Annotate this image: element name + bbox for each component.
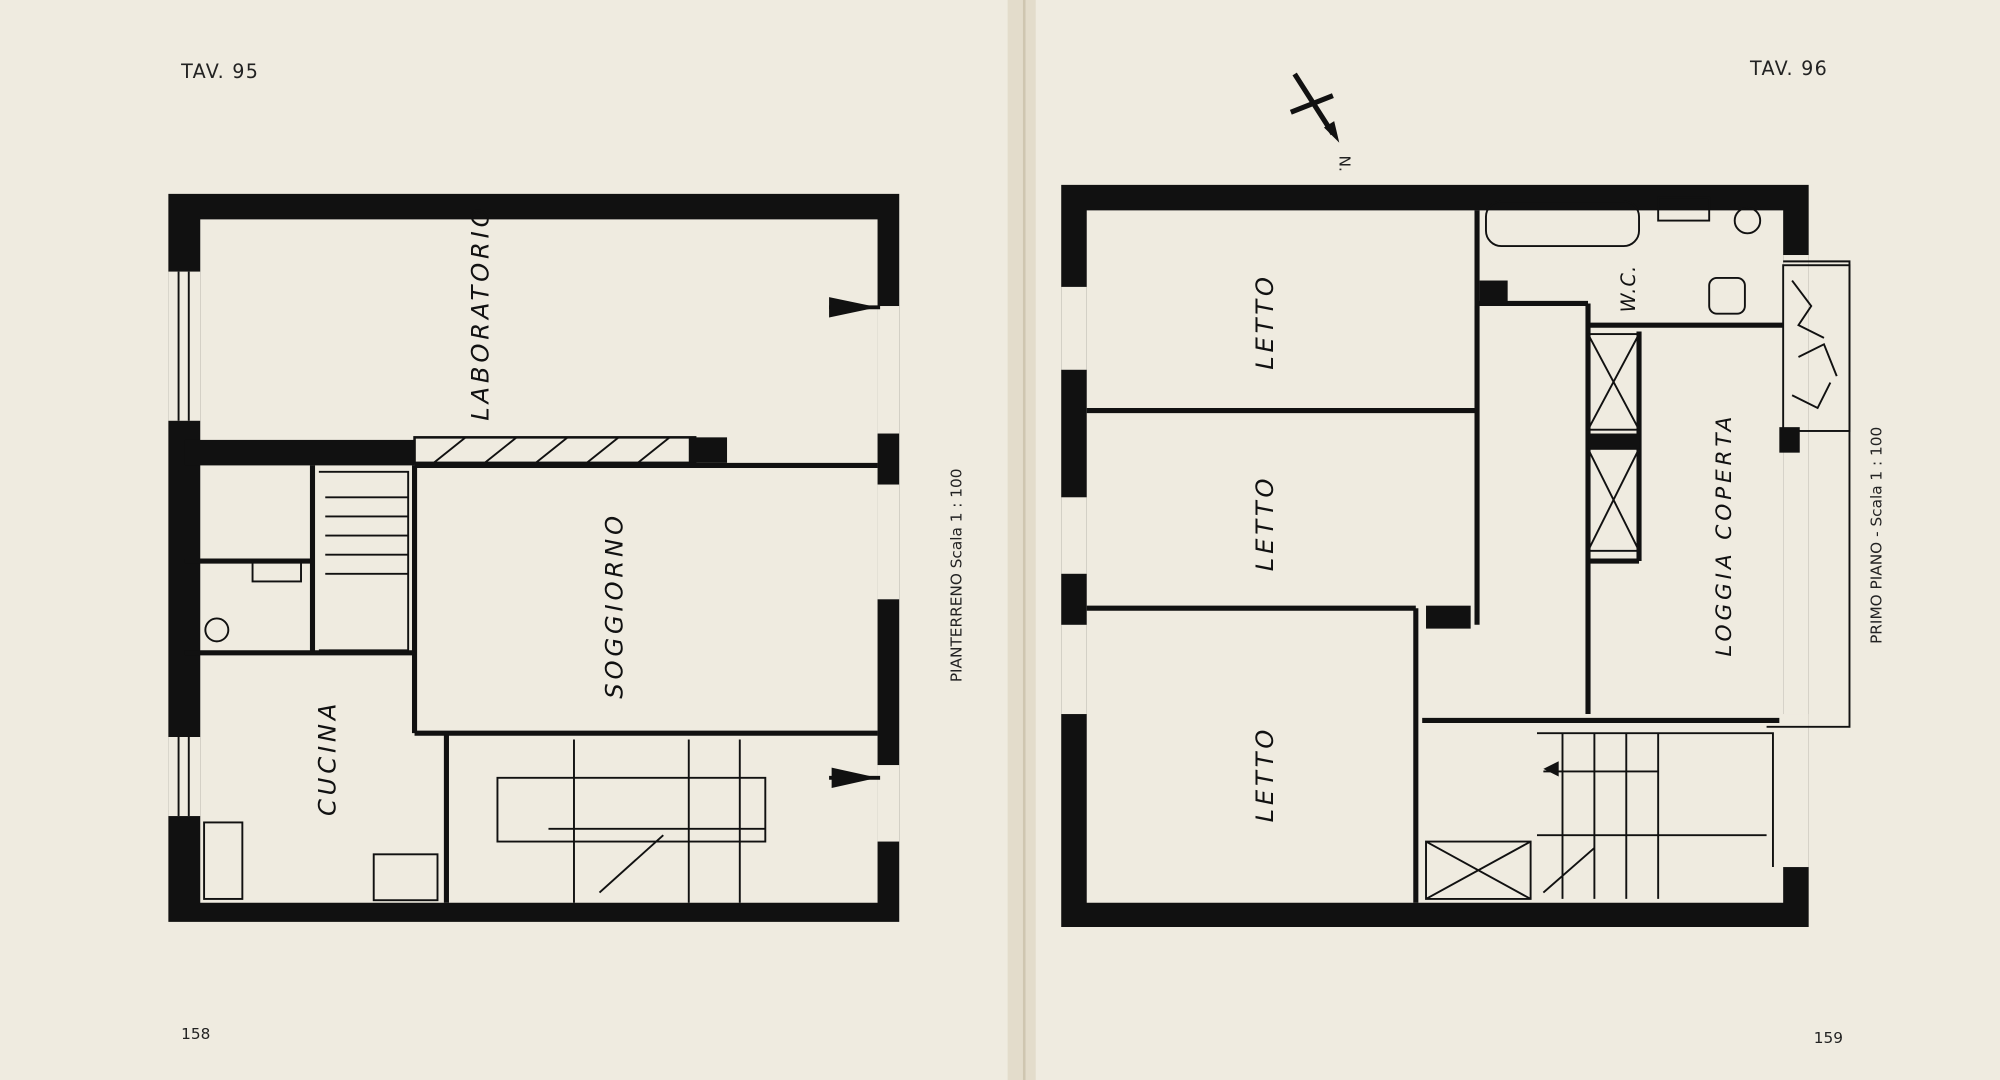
- book-gutter: [1007, 0, 1036, 1080]
- room-label-letto-1: LETTO: [1251, 273, 1279, 370]
- window: [1061, 286, 1087, 370]
- window: [877, 306, 900, 434]
- room-label-loggia-coperta: LOGGIA COPERTA: [1712, 413, 1737, 657]
- bathtub: [1485, 200, 1640, 248]
- toilet: [1733, 206, 1762, 235]
- room-label-laboratorio: LABORATORIO: [467, 204, 495, 420]
- room-label-cucina: CUCINA: [313, 700, 341, 816]
- window: [168, 737, 201, 817]
- window: [168, 271, 201, 421]
- plate-number-right: TAV. 96: [1749, 57, 1828, 80]
- ground-floor-plan: LABORATORIO SOGGIORNO CUCINA: [168, 193, 900, 922]
- room-label-wc: W.C.: [1617, 264, 1640, 312]
- north-arrow-icon: N.: [1289, 72, 1353, 172]
- window: [1061, 624, 1087, 715]
- page-number-left: 158: [181, 1025, 210, 1043]
- first-floor-plan: LETTO LETTO LETTO W.C. LOGGIA COPERTA: [1061, 184, 1851, 927]
- north-label: N.: [1335, 156, 1353, 172]
- room-label-letto-2: LETTO: [1251, 475, 1279, 572]
- right-page: TAV. 96 159 N.: [1061, 57, 1885, 1047]
- window: [877, 484, 900, 600]
- left-page: TAV. 95 158 LABOR: [168, 60, 966, 1043]
- page-number-right: 159: [1814, 1029, 1843, 1047]
- caption-first-floor: PRIMO PIANO - Scala 1 : 100: [1867, 427, 1885, 644]
- planter: [1782, 264, 1851, 432]
- room-label-soggiorno: SOGGIORNO: [600, 512, 628, 699]
- window: [1061, 497, 1087, 574]
- room-label-letto-3: LETTO: [1251, 726, 1279, 823]
- plate-number-left: TAV. 95: [180, 60, 259, 83]
- door: [877, 765, 900, 842]
- caption-ground-floor: PIANTERRENO Scala 1 : 100: [948, 468, 966, 682]
